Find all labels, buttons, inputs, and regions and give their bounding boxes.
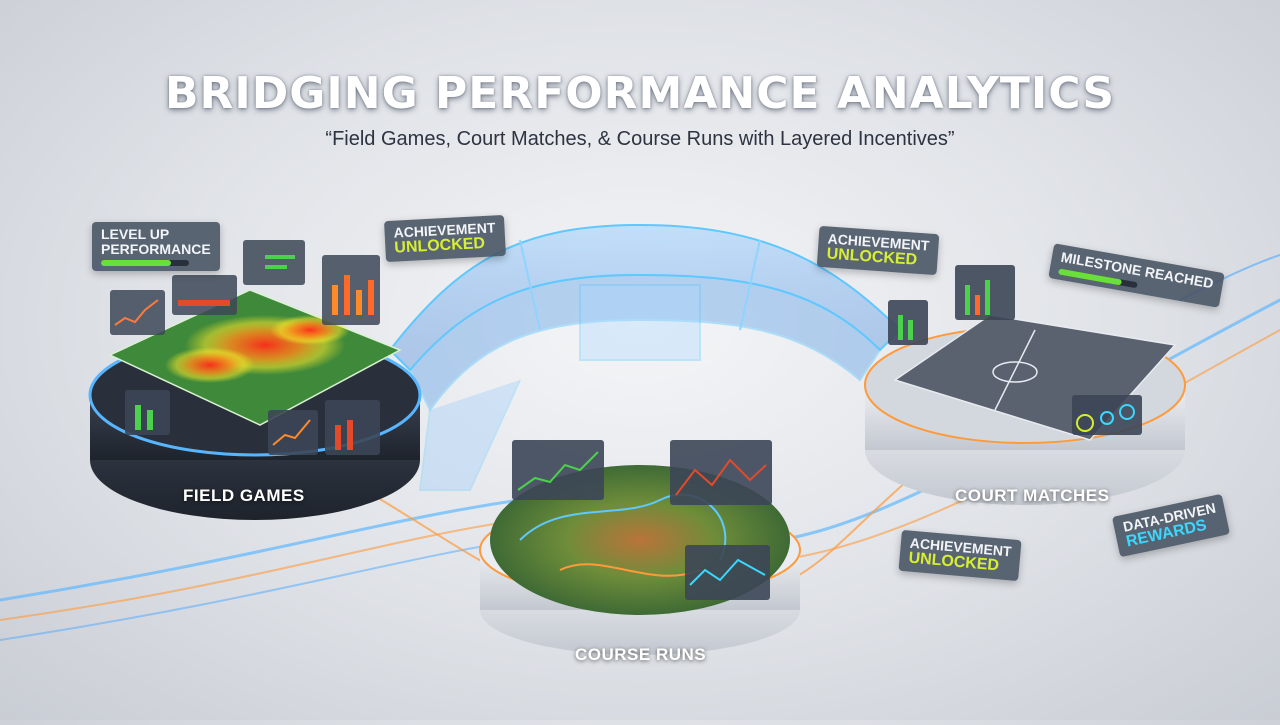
level-up-line1: LEVEL UP	[101, 226, 170, 242]
field-games-label: FIELD GAMES	[183, 486, 305, 505]
level-up-badge: LEVEL UP PERFORMANCE	[92, 222, 220, 272]
field-chart-panels	[110, 240, 380, 455]
achievement-badge-left: ACHIEVEMENT UNLOCKED	[383, 214, 506, 263]
level-up-progress-bar	[101, 260, 189, 267]
level-up-line2: PERFORMANCE	[101, 240, 211, 257]
glass-bridge	[388, 223, 902, 491]
court-chart-panels	[888, 265, 1142, 435]
course-chart-panels	[512, 440, 772, 600]
court-matches-label: COURT MATCHES	[955, 486, 1110, 505]
page-subtitle: “Field Games, Court Matches, & Course Ru…	[325, 128, 955, 150]
course-runs-label: COURSE RUNS	[575, 645, 707, 664]
page-title: BRIDGING PERFORMANCE ANALYTICS	[164, 68, 1116, 119]
achievement-left-line2: UNLOCKED	[393, 234, 486, 257]
